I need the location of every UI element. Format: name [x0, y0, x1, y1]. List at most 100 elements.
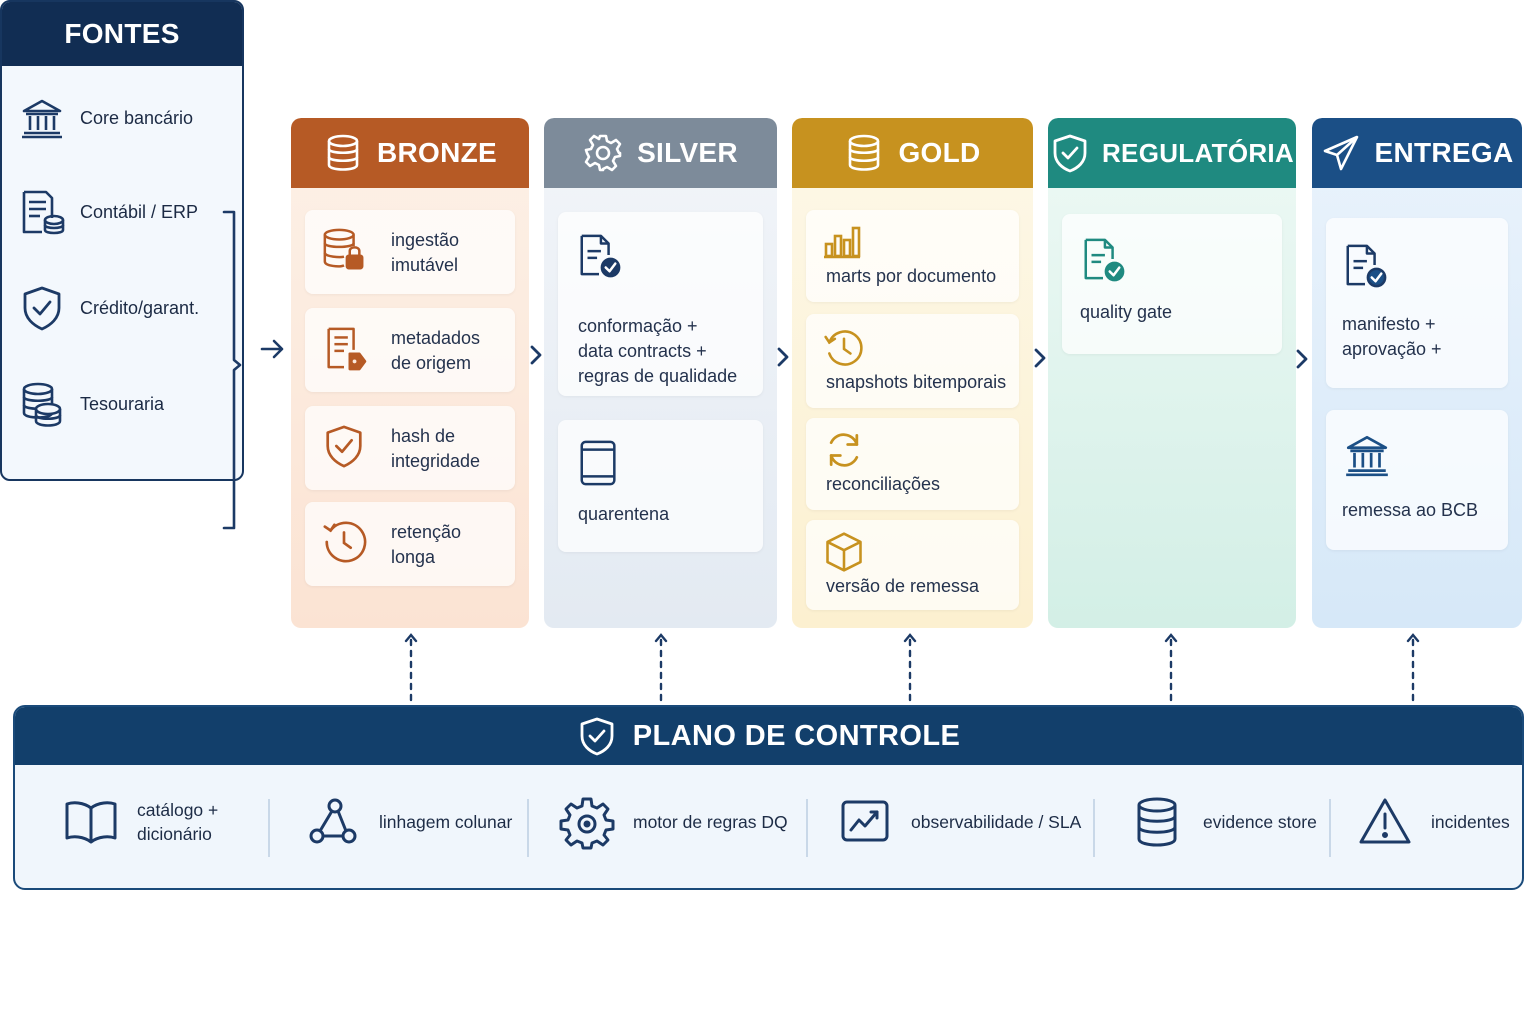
control-item-linhagem: linhagem colunar — [305, 787, 512, 857]
control-link-arrow — [903, 633, 917, 708]
control-divider — [806, 799, 808, 857]
control-divider — [1329, 799, 1331, 857]
source-label: Tesouraria — [80, 393, 165, 414]
control-plane-title: PLANO DE CONTROLE — [632, 719, 961, 752]
control-item-label: evidence store — [1203, 812, 1317, 832]
document-check-icon — [580, 234, 621, 278]
book-icon — [65, 801, 117, 844]
control-divider — [527, 799, 529, 857]
gold-card-label: reconciliações — [826, 474, 941, 494]
control-item-catalogo: catálogo + dicionário — [63, 787, 218, 857]
control-divider — [1093, 799, 1095, 857]
source-item-credito: Crédito/garant. — [18, 284, 199, 332]
control-item-label: motor de regras DQ — [633, 812, 788, 832]
sources-bracket — [222, 210, 284, 530]
silver-card-label: conformação + data contracts + regras de… — [578, 316, 738, 386]
entrega-title: ENTREGA — [1374, 137, 1514, 168]
bronze-card: retenção longa — [305, 502, 515, 586]
refresh-icon — [829, 433, 859, 467]
control-item-label: linhagem colunar — [379, 812, 513, 832]
clock-icon — [323, 521, 367, 563]
source-label: Crédito/garant. — [80, 297, 200, 318]
bronze-card-label: hash de integridade — [391, 426, 481, 471]
gold-card: snapshots bitemporais — [806, 314, 1019, 408]
locked-database-icon — [323, 228, 364, 270]
gear-icon — [584, 134, 622, 172]
shield-check-icon — [326, 425, 362, 468]
control-link-arrow — [1164, 633, 1178, 708]
document-check-icon — [1084, 238, 1125, 282]
control-link-arrow — [404, 633, 418, 708]
entrega-card: remessa ao BCB — [1326, 410, 1508, 550]
control-item-motor-dq: motor de regras DQ — [559, 787, 788, 857]
regulatoria-card-label: quality gate — [1080, 302, 1173, 322]
lineage-icon — [309, 798, 357, 844]
monitor-chart-icon — [841, 800, 889, 842]
document-check-icon — [1346, 244, 1387, 288]
bronze-card: hash de integridade — [305, 406, 515, 490]
entrega-card-label: remessa ao BCB — [1342, 500, 1479, 520]
regulatoria-card: quality gate — [1062, 214, 1282, 354]
control-item-observabilidade: observabilidade / SLA — [837, 787, 1081, 857]
control-plane: PLANO DE CONTROLE catálogo + dicionário … — [13, 705, 1524, 890]
gear-icon — [559, 797, 615, 850]
control-plane-header: PLANO DE CONTROLE — [15, 707, 1522, 765]
database-icon — [849, 134, 880, 171]
bank-icon — [1346, 435, 1388, 477]
flow-arrow-icon — [530, 345, 542, 365]
regulatoria-title: REGULATÓRIA — [1101, 137, 1295, 168]
gold-layer: GOLD marts por documento snapshots bitem… — [792, 118, 1033, 628]
gold-card-label: snapshots bitemporais — [826, 372, 1007, 392]
gold-card: reconciliações — [806, 418, 1019, 510]
control-item-label: catálogo + dicionário — [137, 800, 219, 844]
bronze-card-label: metadados de origem — [391, 328, 481, 373]
control-item-incidentes: incidentes — [1357, 787, 1510, 857]
shield-check-icon — [1053, 134, 1087, 173]
entrega-header: ENTREGA — [1312, 118, 1522, 188]
flow-arrow-icon — [777, 347, 789, 367]
control-item-label: incidentes — [1431, 812, 1510, 832]
bronze-card-label: retenção longa — [391, 522, 462, 567]
gold-card-label: marts por documento — [826, 266, 997, 286]
source-item-core: Core bancário — [18, 94, 193, 142]
source-item-erp: Contábil / ERP — [18, 188, 198, 236]
shield-check-icon — [580, 717, 614, 756]
silver-card-label: quarentena — [578, 504, 670, 524]
fontes-title: FONTES — [64, 18, 180, 49]
entrega-layer: ENTREGA manifesto + aprovação + remessa … — [1312, 118, 1522, 628]
flow-arrow-icon — [1034, 348, 1046, 368]
silver-header: SILVER — [544, 118, 777, 188]
control-item-evidence: evidence store — [1129, 787, 1317, 857]
gold-title: GOLD — [898, 137, 981, 168]
entrega-card: manifesto + aprovação + — [1326, 218, 1508, 388]
bronze-card-label: ingestão imutável — [391, 230, 460, 275]
bronze-card: ingestão imutável — [305, 210, 515, 294]
gold-header: GOLD — [792, 118, 1033, 188]
bronze-title: BRONZE — [376, 137, 498, 168]
entrega-card-label: manifesto + aprovação + — [1342, 314, 1442, 359]
tablet-icon — [580, 440, 616, 486]
paper-plane-icon — [1323, 135, 1358, 171]
fontes-panel: FONTES Core bancário Contábil / ERP Créd… — [0, 0, 244, 481]
tagged-document-icon — [327, 327, 367, 371]
control-item-label: observabilidade / SLA — [911, 812, 1082, 832]
control-link-arrow — [654, 633, 668, 708]
database-icon — [1137, 797, 1177, 847]
database-icon — [327, 134, 359, 171]
flow-arrow-icon — [1296, 349, 1308, 369]
history-clock-icon — [824, 330, 863, 366]
fontes-header: FONTES — [2, 2, 242, 66]
control-link-arrow — [1406, 633, 1420, 708]
gold-card-label: versão de remessa — [826, 576, 980, 596]
gold-card: versão de remessa — [806, 520, 1019, 610]
source-label: Core bancário — [80, 107, 194, 128]
bank-icon — [22, 99, 62, 139]
bronze-header: BRONZE — [291, 118, 529, 188]
regulatoria-layer: REGULATÓRIA quality gate — [1048, 118, 1296, 628]
control-divider — [268, 799, 270, 857]
bar-chart-icon — [824, 226, 861, 259]
silver-layer: SILVER conformação + data contracts + re… — [544, 118, 777, 628]
ledger-database-icon — [22, 190, 65, 235]
shield-check-icon — [23, 286, 61, 331]
bronze-layer: BRONZE ingestão imutável metadados de or… — [291, 118, 529, 628]
